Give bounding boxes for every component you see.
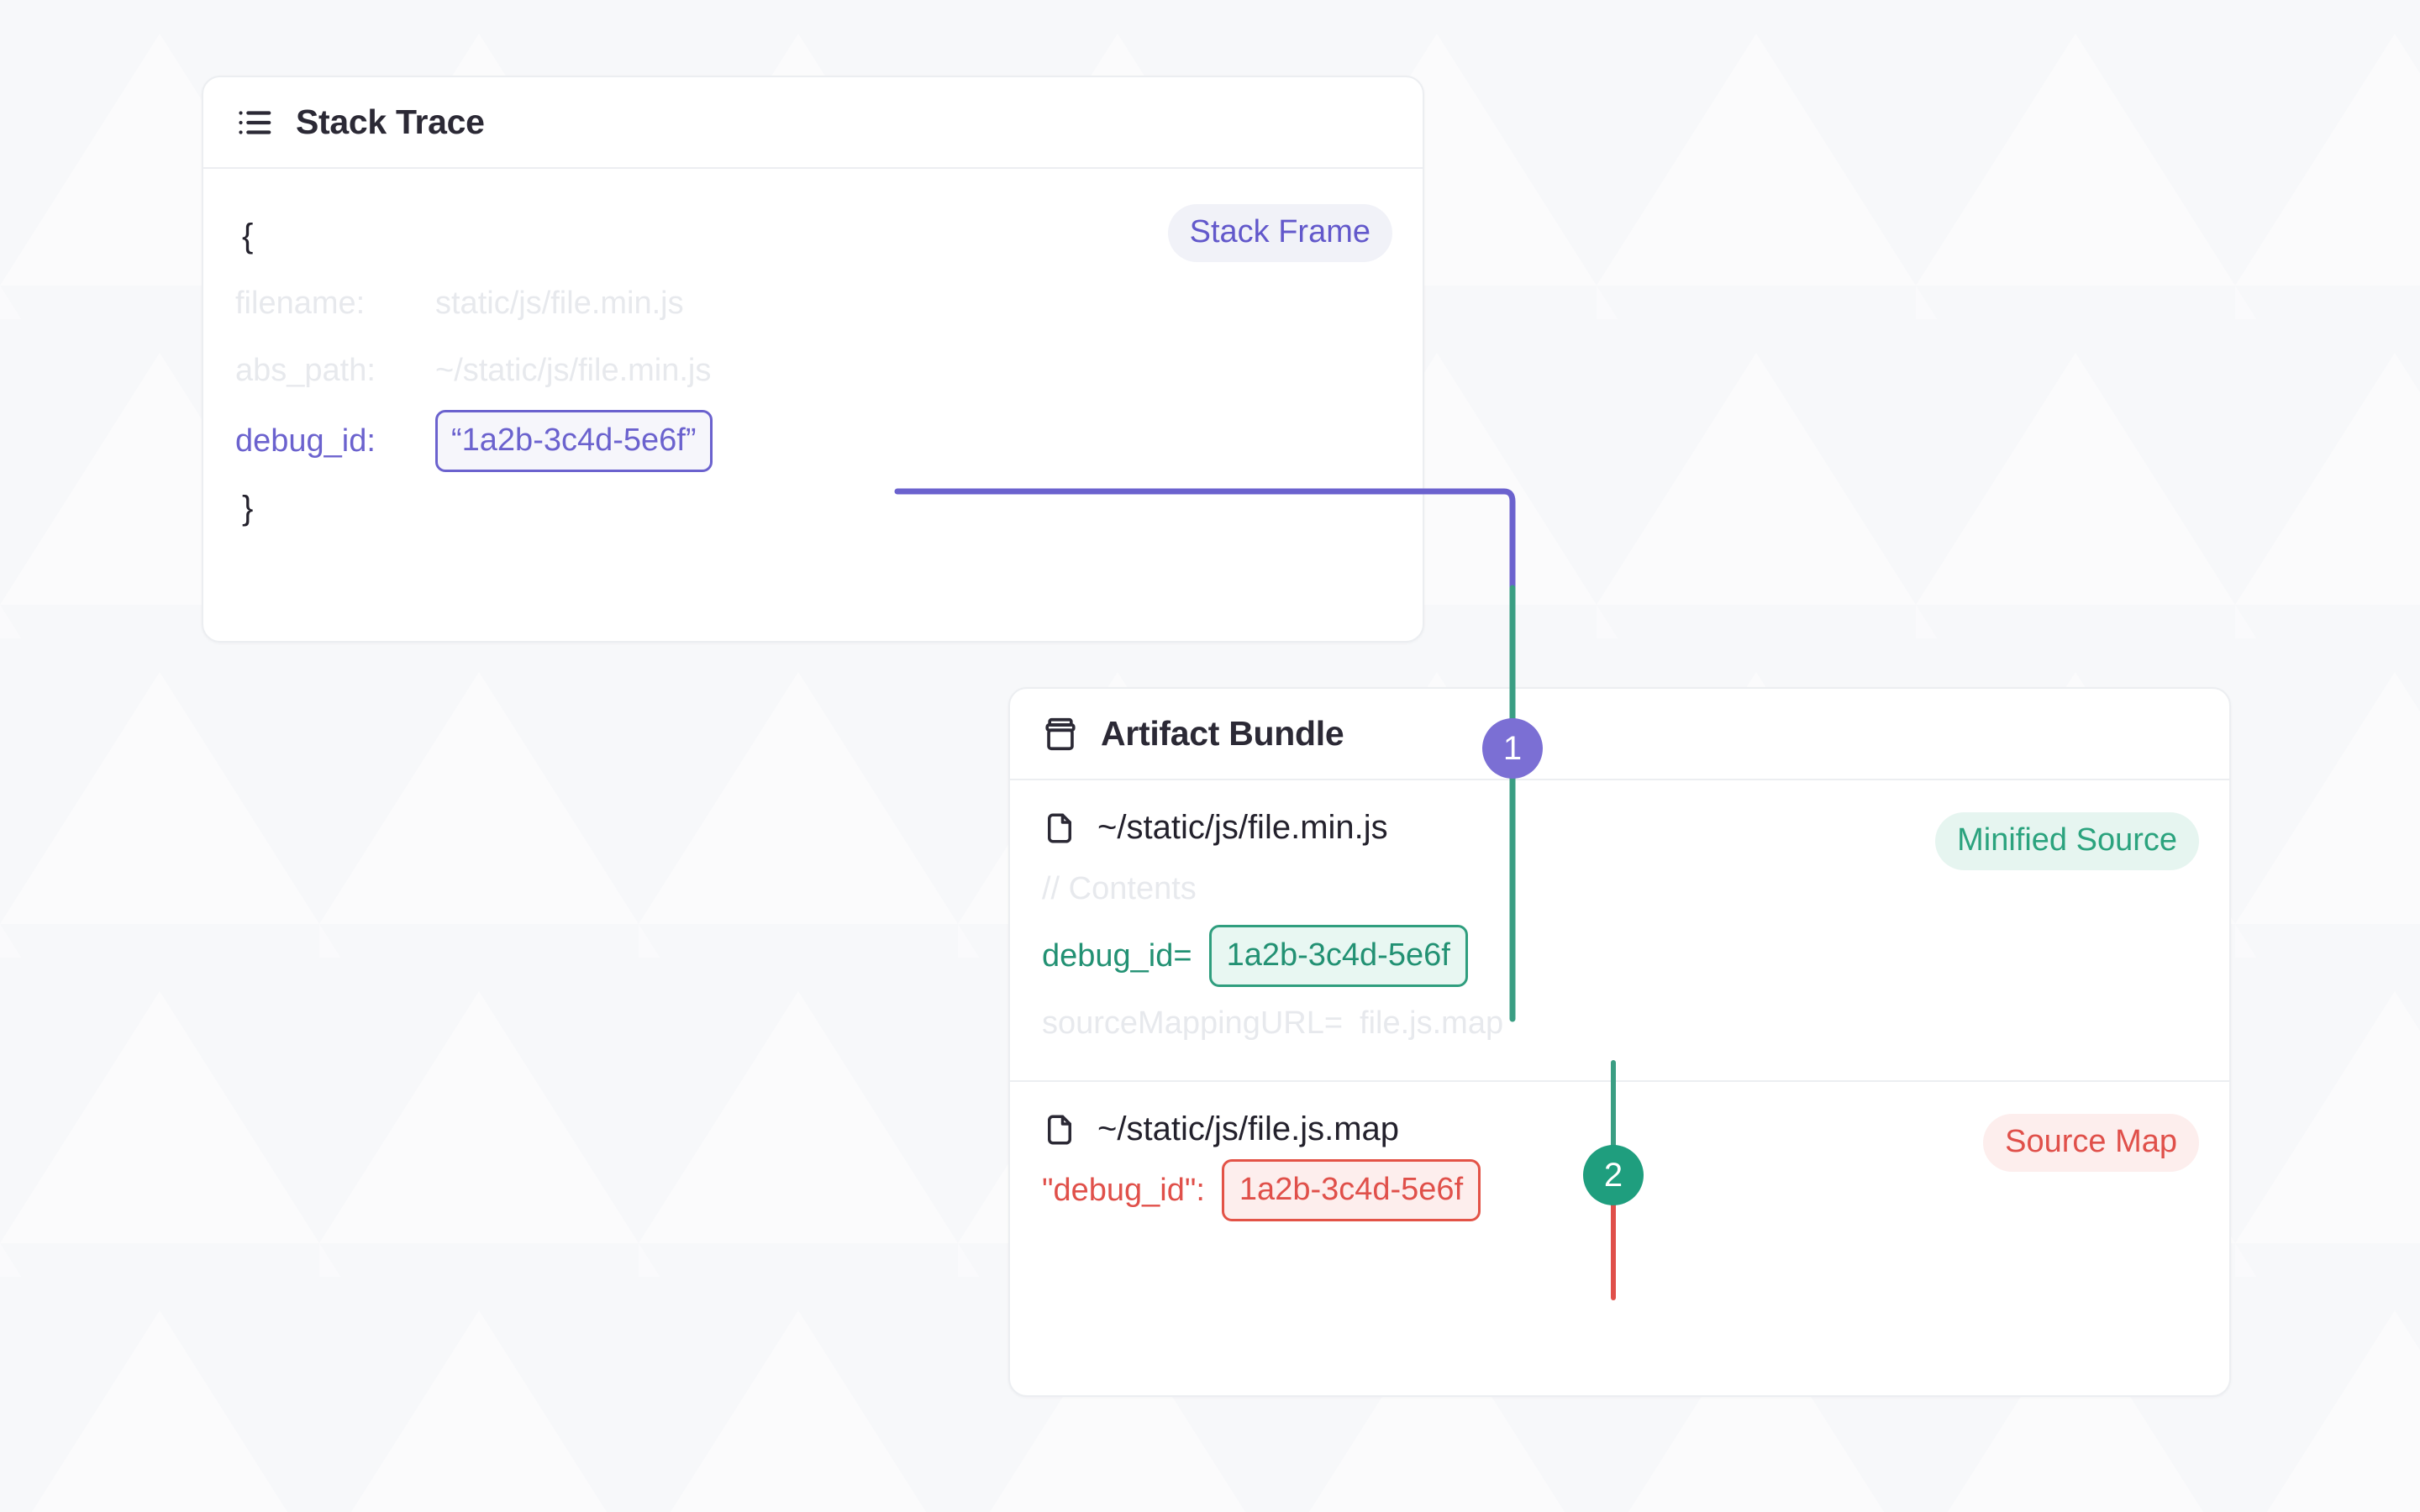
artifact-bundle-header: Artifact Bundle [1010,689,2229,780]
stack-trace-body: Stack Frame { filename: static/js/file.m… [203,169,1423,542]
field-abs-path-key: abs_path: [235,353,376,388]
field-debug-id: debug_id: “1a2b-3c4d-5e6f” [235,407,1391,475]
stack-trace-header: Stack Trace [203,77,1423,169]
stack-trace-card: Stack Trace Stack Frame { filename: stat… [202,76,1424,643]
source-mapping-url-label: sourceMappingURL= [1042,1005,1344,1041]
min-js-debug-id-label: debug_id= [1042,938,1192,974]
list-icon [235,103,274,142]
artifact-bundle-card: Artifact Bundle Minified Source ~/static… [1008,687,2231,1397]
artifact-bundle-title: Artifact Bundle [1101,714,1344,753]
debug-id-value-chip-stack-trace[interactable]: “1a2b-3c4d-5e6f” [435,410,713,472]
contents-comment-text: // Contents [1042,871,1197,906]
debug-id-value-chip-source-map[interactable]: 1a2b-3c4d-5e6f [1221,1159,1481,1221]
status-badge-source-map: Source Map [1983,1114,2199,1172]
file-icon [1042,811,1077,846]
file-name-min-js: ~/static/js/file.min.js [1097,809,1388,846]
field-filename-value: static/js/file.min.js [435,286,684,321]
debug-id-value-chip-minified-source[interactable]: 1a2b-3c4d-5e6f [1208,925,1468,987]
field-abs-path: abs_path: ~/static/js/file.min.js [235,337,1391,404]
status-badge-stack-frame: Stack Frame [1167,204,1392,262]
close-brace: } [242,490,254,527]
field-filename: filename: static/js/file.min.js [235,270,1391,337]
source-mapping-url-value: file.js.map [1360,1005,1504,1041]
archive-box-icon [1042,716,1079,753]
source-mapping-url-line: sourceMappingURL= file.js.map [1042,990,2197,1057]
file-icon [1042,1112,1077,1147]
step-badge-2: 2 [1583,1145,1644,1205]
min-js-debug-id-line: debug_id= 1a2b-3c4d-5e6f [1042,922,2197,990]
artifact-file-section-min-js: Minified Source ~/static/js/file.min.js … [1010,780,2229,1080]
page-title: Stack Trace [296,102,485,141]
field-abs-path-value: ~/static/js/file.min.js [435,353,712,388]
js-map-debug-id-label: "debug_id": [1042,1173,1205,1208]
status-badge-minified-source: Minified Source [1935,812,2199,870]
file-name-js-map: ~/static/js/file.js.map [1097,1110,1400,1147]
field-filename-key: filename: [235,286,366,321]
field-debug-id-key: debug_id: [235,423,376,459]
step-badge-1: 1 [1482,718,1543,779]
